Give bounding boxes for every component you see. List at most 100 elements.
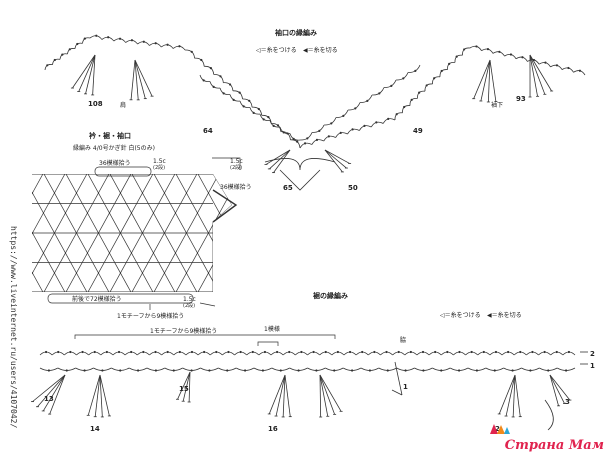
- picot-dot: [76, 42, 79, 46]
- picot-dot: [386, 369, 389, 372]
- bottom-count-label: 前後で72模様拾う: [72, 296, 122, 303]
- chain-arc: [184, 49, 195, 59]
- side-seam-line: [391, 361, 403, 396]
- picot-dot: [261, 369, 265, 372]
- chain-arc: [199, 74, 211, 83]
- picot-dot: [178, 350, 181, 354]
- chain-arc: [323, 117, 337, 126]
- stitch-stem: [549, 374, 559, 406]
- picot-dot: [154, 369, 158, 372]
- picot-dot: [252, 111, 255, 114]
- source-url-watermark: https://www.liveinternet.ru/users/410704…: [9, 226, 18, 429]
- picot-dot: [519, 350, 522, 354]
- dimension-lines: [47, 157, 336, 346]
- hem-edging-title: 裾の縁編み: [313, 292, 348, 300]
- stitch-stem: [514, 374, 521, 417]
- center-loop: [264, 158, 336, 171]
- picot-dot: [507, 350, 510, 354]
- hem-legend-cut: ◀＝糸を切る: [487, 312, 522, 319]
- picot-dot: [93, 350, 96, 354]
- picot-dot: [239, 350, 242, 354]
- chain-arc: [232, 90, 243, 100]
- picot-dot: [44, 350, 48, 354]
- hem-motif-note: 1モチーフから9模様拾う: [150, 328, 218, 335]
- picot-dot: [279, 369, 282, 372]
- stitch-stem: [72, 54, 96, 89]
- stitch-stem: [32, 374, 66, 402]
- picot-dot: [257, 107, 260, 111]
- picot-dot: [222, 92, 225, 95]
- chain-arc: [213, 74, 224, 83]
- picot-dot: [300, 350, 303, 354]
- stitch-stem: [319, 374, 336, 415]
- chain-arc: [407, 64, 421, 73]
- stitch-stem: [49, 374, 66, 415]
- panel-motif-note: 1モチーフから9模様拾う: [117, 313, 185, 320]
- stitch-stem: [282, 374, 286, 417]
- picot-dot: [83, 37, 86, 40]
- picot-dot: [200, 58, 203, 62]
- picot-dot: [330, 122, 333, 125]
- chain-arc: [395, 72, 409, 81]
- hem-number-16: 16: [268, 425, 278, 433]
- picot-dot: [543, 350, 546, 354]
- stitch-stem: [529, 54, 538, 97]
- chain-arc: [347, 102, 361, 111]
- picot-dot: [418, 91, 421, 94]
- picot-dot: [238, 91, 241, 94]
- sleeve-number-64: 64: [203, 127, 213, 135]
- chain-arc: [52, 58, 61, 65]
- picot-dot: [208, 369, 211, 372]
- picot-dot: [154, 350, 157, 354]
- picot-dot: [227, 350, 230, 354]
- sleeve-number-65: 65: [283, 184, 293, 192]
- picot-dot: [446, 350, 449, 354]
- stitch-stem: [549, 374, 565, 404]
- chain-arc: [383, 79, 397, 88]
- stitch-stem: [265, 149, 291, 165]
- center-tail: [279, 169, 321, 191]
- chain-arc: [279, 126, 291, 135]
- hem-number-13: 13: [44, 395, 54, 403]
- picot-dot: [228, 83, 232, 86]
- chain-arc: [299, 132, 313, 141]
- picot-dot: [434, 350, 437, 354]
- picot-dot: [95, 34, 98, 37]
- picot-dot: [105, 350, 108, 354]
- picot-dot: [336, 350, 339, 354]
- picot-dot: [521, 56, 524, 59]
- chain-arc: [204, 65, 215, 75]
- picot-dot: [142, 350, 145, 354]
- stitch-stem: [324, 149, 343, 173]
- stitch-stem: [505, 374, 516, 417]
- picot-dot: [83, 369, 86, 372]
- chain-arc: [239, 100, 251, 109]
- picot-dot: [390, 84, 393, 87]
- picot-dot: [348, 350, 352, 354]
- lattice-line: [32, 174, 44, 292]
- picot-dot: [457, 369, 461, 372]
- picot-dot: [272, 124, 275, 127]
- lattice-line: [219, 174, 232, 292]
- stitch-stem: [134, 59, 139, 100]
- picot-dot: [232, 98, 235, 101]
- picot-dot: [409, 350, 412, 354]
- brand-logo-icon: [490, 424, 510, 434]
- picot-dot: [248, 99, 251, 102]
- chain-arc: [311, 124, 325, 133]
- lattice-line: [219, 174, 232, 292]
- picot-dot: [324, 350, 327, 354]
- picot-dot: [531, 350, 534, 354]
- picot-dot: [203, 350, 206, 354]
- picot-dot: [494, 350, 498, 354]
- picot-dot: [190, 350, 194, 354]
- picot-dot: [226, 369, 229, 372]
- chain-arc: [44, 64, 53, 71]
- picot-dot: [81, 350, 84, 354]
- picot-dot: [251, 350, 254, 354]
- lattice-line: [242, 174, 307, 292]
- sleeve-number-50: 50: [348, 184, 358, 192]
- stitch-stem: [130, 59, 136, 100]
- picot-dot: [578, 69, 582, 72]
